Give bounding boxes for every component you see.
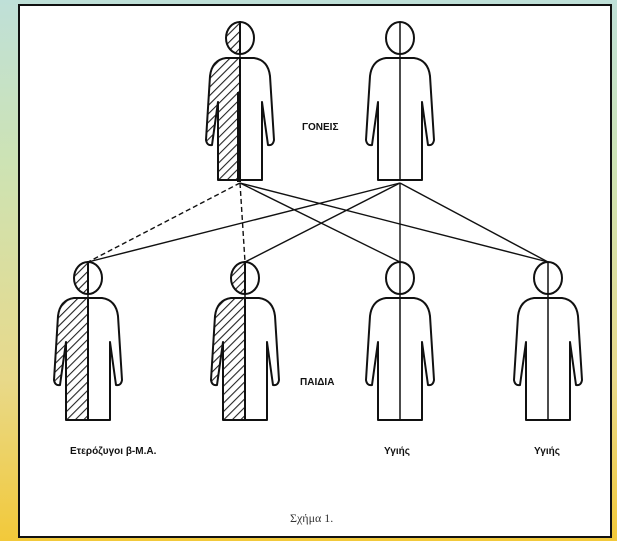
line-p1-c4 <box>239 182 549 263</box>
line-p1-c2 <box>239 182 246 263</box>
child-healthy-1 <box>365 261 435 421</box>
child3-label: Υγιής <box>384 446 410 457</box>
line-p1-c1 <box>87 182 241 263</box>
children-label: ΠΑΙΔΙΑ <box>300 377 334 388</box>
line-p2-c1 <box>87 182 401 263</box>
child-carrier-1 <box>53 260 123 421</box>
parent-carrier <box>205 20 275 182</box>
line-p1-c3 <box>239 182 401 263</box>
inheritance-lines <box>87 182 549 263</box>
figure-caption: Σχήμα 1. <box>290 511 333 525</box>
diagram-frame <box>18 4 612 538</box>
line-p2-c4 <box>399 182 549 263</box>
child1-label: Ετερόζυγοι β-Μ.Α. <box>70 446 157 457</box>
parents-label: ΓΟΝΕΙΣ <box>302 122 338 133</box>
child-healthy-2 <box>513 261 583 421</box>
child-carrier-2 <box>210 260 280 421</box>
child4-label: Υγιής <box>534 446 560 457</box>
parent-healthy <box>365 21 435 181</box>
line-p2-c2 <box>244 182 401 263</box>
